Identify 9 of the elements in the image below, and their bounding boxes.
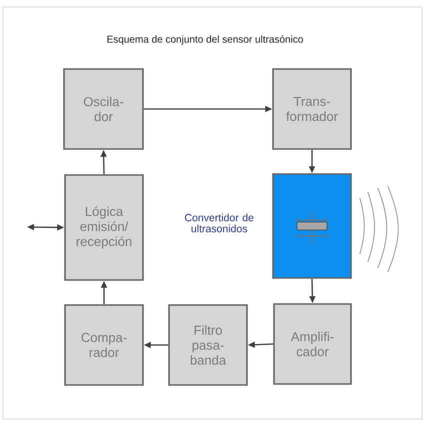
transducer-box [272,173,352,279]
process-box: Amplifi- cador [273,303,352,385]
beside-label: Convertidor de ultrasonidos [185,214,254,232]
process-box: Oscila- dor [63,68,144,150]
process-box: Lógica emisión/ recepción [64,174,144,281]
process-box: Trans- formador [272,68,352,150]
title: Esquema de conjunto del sensor ultrasónico [107,35,303,45]
process-box: Compa- rador [64,304,144,386]
process-box: Filtro pasa- banda [168,304,248,386]
